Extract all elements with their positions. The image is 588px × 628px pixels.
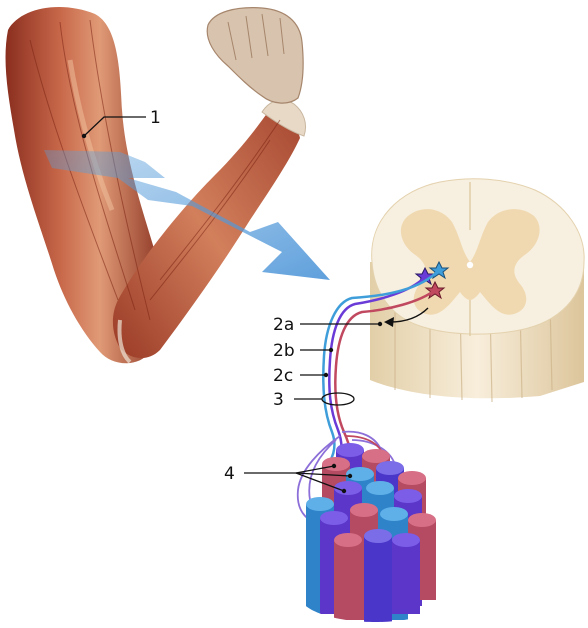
label-2a-group: 2a xyxy=(273,315,383,335)
label-fiber-c: 2c xyxy=(273,366,293,386)
arm-illustration xyxy=(5,7,307,364)
label-3-group: 3 xyxy=(273,390,322,410)
fascicle xyxy=(334,533,362,620)
label-fascicles: 4 xyxy=(224,464,235,484)
fascicle-bundle xyxy=(300,443,450,628)
label-1-group: 1 xyxy=(81,108,161,139)
fist xyxy=(206,7,304,104)
fascicle xyxy=(392,533,420,614)
label-muscle: 1 xyxy=(150,108,161,128)
label-fiber-a: 2a xyxy=(273,315,294,335)
label-2b-group: 2b xyxy=(273,341,334,361)
label-4-group: 4 xyxy=(224,463,353,494)
label-2c-group: 2c xyxy=(273,366,329,386)
nerve-bundle-marker xyxy=(321,392,355,406)
fascicle xyxy=(364,529,392,622)
transition-arrow xyxy=(44,150,330,280)
label-nerve: 3 xyxy=(273,390,284,410)
label-fiber-b: 2b xyxy=(273,341,295,361)
fiber-purple xyxy=(328,276,426,471)
